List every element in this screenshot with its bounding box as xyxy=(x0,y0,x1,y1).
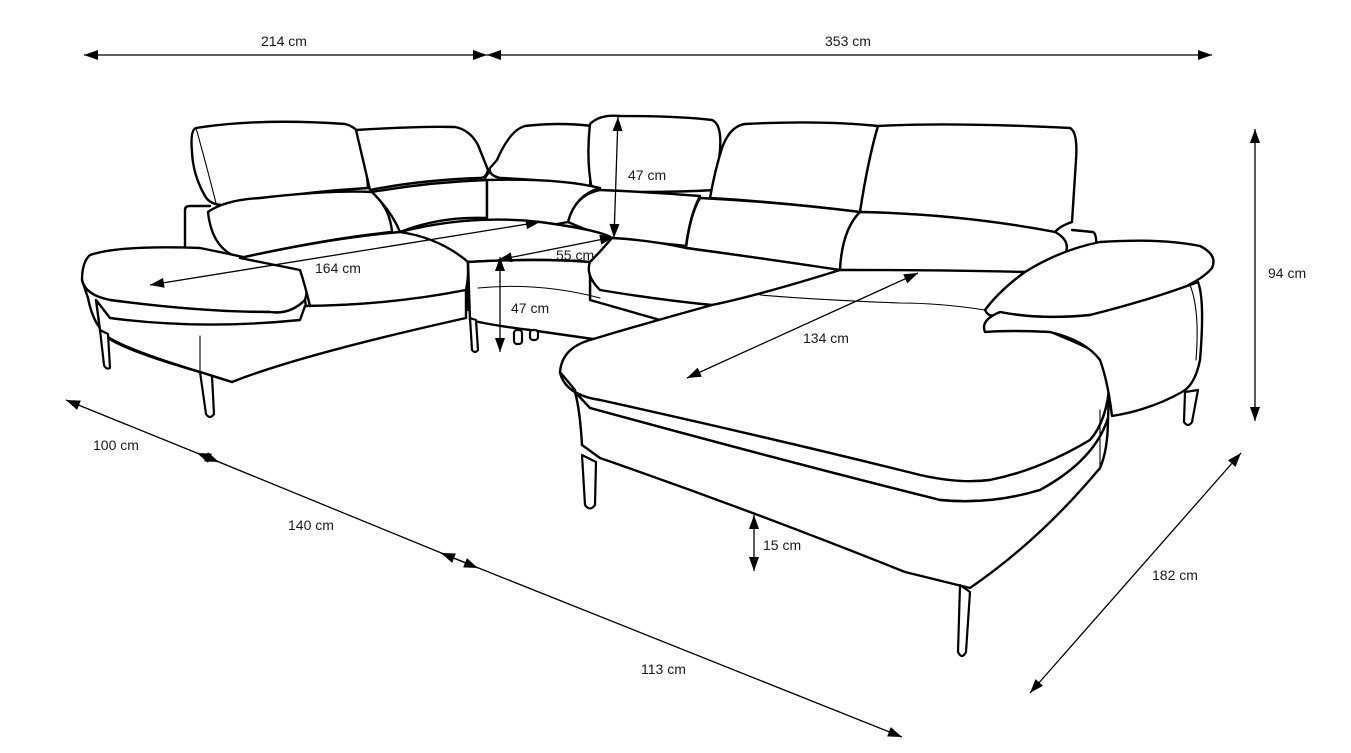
dim-seat-length-left-arrowhead-start xyxy=(150,277,165,288)
dim-leg-height-arrowhead-end xyxy=(749,557,759,571)
label-seat-height: 47 cm xyxy=(511,300,549,316)
dim-right-depth-arrowhead-start xyxy=(1228,453,1241,467)
dim-front-base-arrowhead-start xyxy=(441,553,456,563)
dim-left-base-arrowhead-start xyxy=(197,453,212,463)
dim-seat-length-left-line xyxy=(149,221,541,286)
sofa-illustration xyxy=(80,114,1215,658)
label-left-base: 140 cm xyxy=(288,517,334,533)
dim-width-left-arrowhead-start xyxy=(84,50,98,60)
dim-left-base-arrowhead-end xyxy=(463,558,478,568)
center-base-seam xyxy=(477,285,601,299)
dim-depth-left-arrowhead-start xyxy=(66,400,81,410)
label-leg-height: 15 cm xyxy=(763,537,801,553)
dimension-labels: 214 cm 353 cm 47 cm 55 cm 164 cm 47 cm 1… xyxy=(93,33,1306,677)
label-width-right: 353 cm xyxy=(825,33,871,49)
label-backrest-height: 47 cm xyxy=(628,167,666,183)
dim-chaise-length-arrowhead-end xyxy=(903,273,918,284)
glide-1 xyxy=(512,328,524,346)
dim-seat-height-arrowhead-start xyxy=(495,257,505,271)
label-front-base: 113 cm xyxy=(641,661,686,677)
dim-width-right-arrowhead-start xyxy=(487,50,501,60)
leg-right-back xyxy=(1182,388,1200,427)
leg-right-chaise xyxy=(580,453,598,510)
label-width-left: 214 cm xyxy=(261,33,307,49)
label-right-depth: 182 cm xyxy=(1152,567,1198,583)
dim-width-left-arrowhead-end xyxy=(473,50,487,60)
dim-depth-left-line xyxy=(65,399,220,463)
dim-seat-depth-center-line xyxy=(497,236,615,261)
left-back-cushion-2 xyxy=(370,178,489,234)
right-chaise-base xyxy=(573,390,1110,590)
dim-width-right-arrowhead-end xyxy=(1198,50,1212,60)
dim-seat-depth-center-arrowhead-start xyxy=(498,252,513,263)
dim-leg-height-arrowhead-start xyxy=(749,515,759,529)
dim-left-base-line xyxy=(196,452,479,569)
leg-left-front xyxy=(198,370,216,419)
right-back-cushion-2 xyxy=(838,210,1069,274)
leg-front xyxy=(956,583,972,658)
dim-backrest-height-arrowhead-start xyxy=(612,117,623,132)
dim-seat-length-left-arrowhead-end xyxy=(525,219,540,230)
dim-backrest-height-line xyxy=(613,116,619,239)
dim-total-height-arrowhead-start xyxy=(1250,129,1260,143)
right-headrest-1 xyxy=(708,121,880,214)
dim-seat-height-arrowhead-end xyxy=(495,338,505,352)
right-armrest-seam xyxy=(1189,284,1198,361)
dim-chaise-length-line xyxy=(686,272,919,379)
dim-right-depth-arrowhead-end xyxy=(1030,679,1043,693)
leg-center xyxy=(468,316,480,354)
right-chaise-seam xyxy=(759,294,986,311)
left-backrest xyxy=(354,125,490,192)
dim-backrest-height-arrowhead-end xyxy=(609,223,620,238)
dim-total-height-arrowhead-end xyxy=(1250,407,1260,421)
label-seat-length-left: 164 cm xyxy=(315,260,361,276)
glide-2 xyxy=(528,328,540,342)
dim-front-base-arrowhead-end xyxy=(887,727,902,737)
label-depth-left: 100 cm xyxy=(93,437,139,453)
label-total-height: 94 cm xyxy=(1268,265,1306,281)
label-chaise-length: 134 cm xyxy=(803,330,849,346)
dim-seat-depth-center-arrowhead-end xyxy=(599,234,614,245)
dim-right-depth-line xyxy=(1029,452,1242,694)
dimension-lines xyxy=(65,50,1260,738)
right-armrest-side xyxy=(982,280,1204,418)
leg-left-back xyxy=(98,328,112,370)
left-headrest-seam xyxy=(195,127,217,204)
label-seat-depth-center: 55 cm xyxy=(556,247,594,263)
dim-front-base-line xyxy=(440,552,903,738)
dim-chaise-length-arrowhead-start xyxy=(687,367,702,378)
